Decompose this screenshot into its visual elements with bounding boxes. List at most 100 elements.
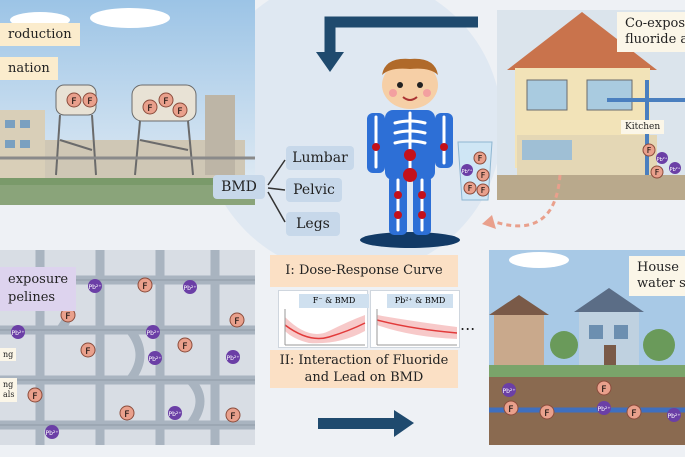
lead-marker: Pb²⁺ — [45, 425, 59, 439]
label-contamination: nation — [0, 57, 58, 80]
fluoride-marker: F — [229, 312, 245, 328]
pipelines-panel: Pb²⁺ F Pb²⁺ F F Pb²⁺ Pb²⁺ F F Pb²⁺ Pb²⁺ … — [0, 250, 255, 445]
label-production: roduction — [0, 23, 80, 46]
svg-text:F: F — [124, 410, 129, 420]
lead-marker: Pb²⁺ — [669, 162, 681, 174]
svg-text:Pb²⁺: Pb²⁺ — [46, 430, 59, 437]
fluoride-marker: F — [476, 168, 490, 182]
svg-text:F: F — [87, 97, 92, 107]
fluoride-marker: F — [503, 400, 519, 416]
svg-text:F: F — [508, 405, 513, 415]
label-kitchen: Kitchen — [621, 120, 665, 134]
svg-text:Pb²⁺: Pb²⁺ — [12, 330, 25, 337]
svg-text:F: F — [163, 97, 168, 107]
lumbar-joint — [404, 149, 416, 161]
lead-marker: Pb²⁺ — [502, 383, 516, 397]
svg-text:F: F — [182, 342, 187, 352]
fluoride-marker: F — [476, 183, 490, 197]
svg-text:F: F — [147, 104, 152, 114]
lead-marker: Pb²⁺ — [461, 164, 473, 176]
svg-text:F: F — [631, 409, 636, 419]
fluoride-marker: F — [473, 151, 487, 165]
svg-text:F: F — [32, 392, 37, 402]
bmd-label: BMD — [213, 175, 265, 199]
fluoride-marker: F — [82, 92, 98, 108]
svg-text:F: F — [481, 186, 486, 195]
fluoride-marker: F — [172, 102, 188, 118]
fluoride-marker: F — [626, 404, 642, 420]
svg-text:Pb²⁺: Pb²⁺ — [184, 285, 197, 292]
fluoride-marker: F — [225, 407, 241, 423]
svg-text:F: F — [142, 282, 147, 292]
svg-text:Pb²⁺: Pb²⁺ — [147, 330, 160, 337]
svg-text:Pb²⁺: Pb²⁺ — [227, 355, 240, 362]
dose-response-box: I: Dose-Response Curve — [270, 255, 458, 287]
lead-marker: Pb²⁺ — [656, 152, 668, 164]
lead-marker: Pb²⁺ — [597, 401, 611, 415]
svg-text:Pb²⁺: Pb²⁺ — [670, 167, 681, 173]
house-panel: F Pb²⁺ F Pb²⁺ Kitchen Co-expos fluoride … — [497, 10, 685, 200]
lead-marker: Pb²⁺ — [226, 350, 240, 364]
fluoride-marker: F — [158, 92, 174, 108]
fluoride-marker: F — [642, 143, 656, 157]
svg-text:F: F — [601, 385, 606, 395]
svg-text:F: F — [655, 168, 660, 177]
legs-label: Legs — [286, 212, 340, 236]
svg-text:F: F — [230, 412, 235, 422]
fluoride-marker: F — [142, 99, 158, 115]
lead-marker: Pb²⁺ — [168, 406, 182, 420]
svg-text:F: F — [647, 146, 652, 155]
fluoride-marker: F — [596, 380, 612, 396]
lumbar-label: Lumbar — [286, 146, 354, 170]
label-co-exposure: Co-expos fluoride an — [617, 12, 685, 52]
svg-text:F: F — [71, 97, 76, 107]
fluoride-marker: F — [27, 387, 43, 403]
svg-text:Pb²⁺: Pb²⁺ — [462, 169, 473, 175]
svg-text:F: F — [65, 312, 70, 322]
lead-marker: Pb²⁺ — [183, 280, 197, 294]
fluoride-marker: F — [137, 277, 153, 293]
svg-text:F: F — [544, 409, 549, 419]
pelvic-joint — [403, 168, 417, 182]
svg-text:Pb²⁺: Pb²⁺ — [149, 356, 162, 363]
water-supply-panel: Pb²⁺ F F F Pb²⁺ F Pb²⁺ House water s — [489, 250, 685, 445]
svg-text:Pb²⁺: Pb²⁺ — [668, 413, 681, 420]
label-exposure-pipelines: exposure pelines — [0, 267, 77, 311]
more-ellipsis: ... — [460, 315, 476, 334]
svg-text:Pb²⁺: Pb²⁺ — [89, 284, 102, 291]
fluoride-marker: F — [650, 165, 664, 179]
lead-marker: Pb²⁺ — [146, 325, 160, 339]
interaction-box: II: Interaction of Fluoride and Lead on … — [270, 350, 458, 388]
chart-fluoride-bmd: F⁻ & BMD — [278, 290, 369, 348]
water-glass: F Pb²⁺ F F F — [457, 141, 493, 201]
industry-panel: F F F F F roduction nation — [0, 0, 255, 205]
lead-marker: Pb²⁺ — [11, 325, 25, 339]
label-small-1: ng — [0, 348, 17, 361]
fluoride-marker: F — [539, 404, 555, 420]
svg-text:F: F — [468, 184, 473, 193]
svg-text:Pb²⁺: Pb²⁺ — [503, 388, 516, 395]
svg-text:F: F — [234, 317, 239, 327]
fluoride-marker: F — [463, 181, 477, 195]
svg-text:Pb²⁺: Pb²⁺ — [169, 411, 182, 418]
label-household-water: House water s — [629, 256, 685, 296]
pelvic-label: Pelvic — [286, 178, 342, 202]
svg-text:F: F — [481, 171, 486, 180]
svg-text:Pb²⁺: Pb²⁺ — [598, 406, 611, 413]
chart-fluoride-title: F⁻ & BMD — [299, 294, 369, 308]
lead-marker: Pb²⁺ — [148, 351, 162, 365]
chart-lead-title: Pb²⁺ & BMD — [387, 294, 453, 308]
svg-text:F: F — [478, 154, 483, 163]
lead-marker: Pb²⁺ — [88, 279, 102, 293]
fluoride-marker: F — [177, 337, 193, 353]
svg-text:F: F — [177, 107, 182, 117]
chart-lead-bmd: Pb²⁺ & BMD — [370, 290, 460, 348]
fluoride-marker: F — [66, 92, 82, 108]
svg-text:Pb²⁺: Pb²⁺ — [657, 157, 668, 163]
label-small-2: ng als — [0, 378, 18, 402]
lead-marker: Pb²⁺ — [667, 408, 681, 422]
child-skeleton-figure — [360, 58, 460, 248]
fluoride-marker: F — [119, 405, 135, 421]
svg-text:F: F — [85, 347, 90, 357]
